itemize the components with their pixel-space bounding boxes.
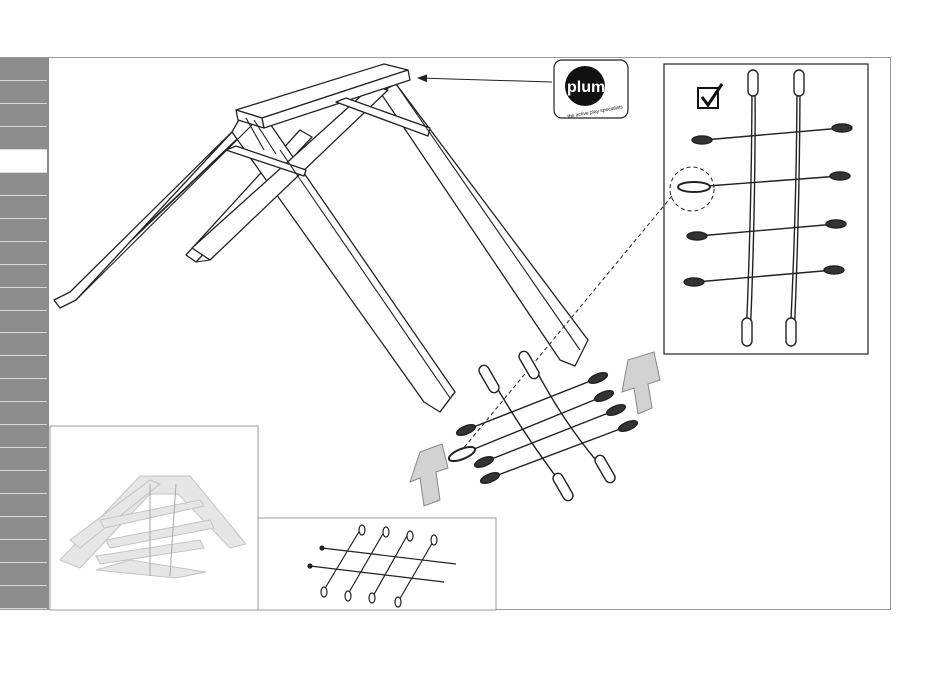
preview-panel-assembled [50,426,258,610]
plum-logo-icon: plum the active play specialists [554,60,628,120]
arrow-up-icon-2 [622,352,660,414]
detail-panel [664,64,868,354]
arrow-up-icon [410,444,448,506]
rope-ladder-main [447,350,639,503]
checkbox-icon [698,84,722,108]
preview-panel-flat [258,518,496,610]
a-frame-structure [54,64,588,412]
logo-brand: plum [567,79,605,96]
pointer-arrow-icon [418,78,552,82]
